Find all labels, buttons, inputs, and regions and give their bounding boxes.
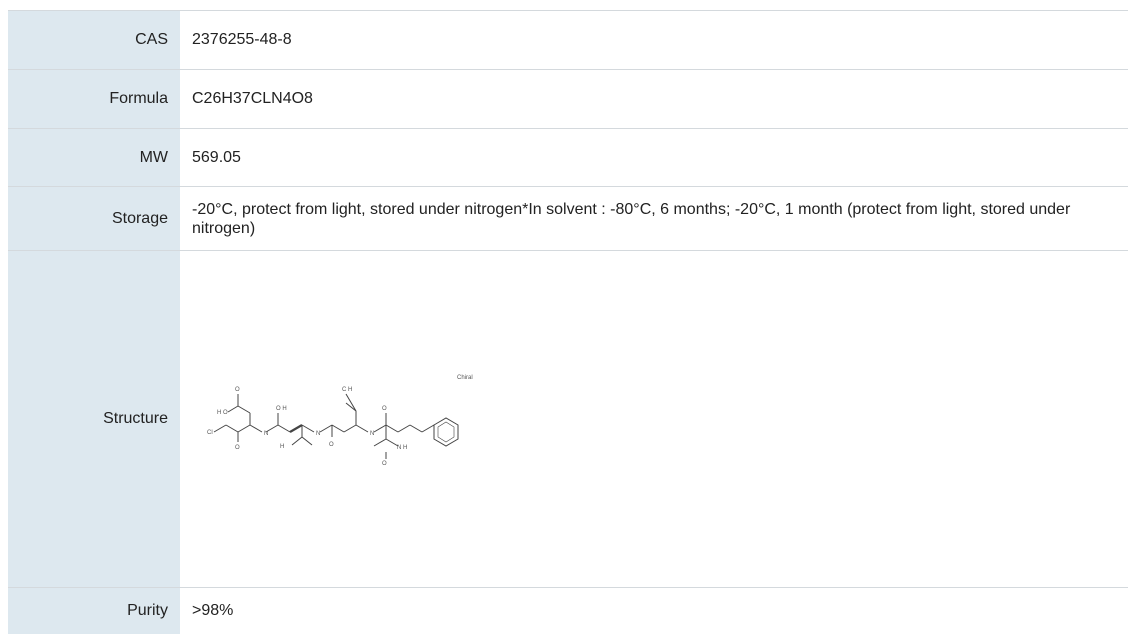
svg-text:H: H — [280, 444, 284, 450]
mw-value: 569.05 — [192, 148, 241, 166]
row-cas: CAS 2376255-48-8 — [8, 11, 1128, 70]
structure-cell: O H O Cl O N O H H N O C H N O N H O Chi… — [180, 251, 1128, 587]
row-mw: MW 569.05 — [8, 129, 1128, 187]
storage-label: Storage — [8, 187, 180, 250]
svg-text:Cl: Cl — [207, 430, 213, 436]
row-formula: Formula C26H37CLN4O8 — [8, 70, 1128, 129]
svg-text:O H: O H — [276, 406, 287, 412]
mw-label: MW — [8, 129, 180, 186]
svg-text:O: O — [382, 461, 387, 467]
row-structure: Structure — [8, 251, 1128, 588]
svg-text:O: O — [329, 442, 334, 448]
purity-label: Purity — [8, 588, 180, 634]
svg-text:N: N — [264, 431, 268, 437]
formula-label: Formula — [8, 70, 180, 128]
purity-value: >98% — [192, 602, 234, 619]
row-purity: Purity >98% — [8, 588, 1128, 634]
svg-text:O: O — [382, 406, 387, 412]
svg-text:Chiral: Chiral — [457, 375, 473, 381]
svg-text:N H: N H — [397, 445, 407, 451]
svg-text:N: N — [370, 431, 374, 437]
storage-value: -20°C, protect from light, stored under … — [192, 200, 1071, 237]
svg-text:N: N — [316, 431, 320, 437]
svg-text:H O: H O — [217, 410, 228, 416]
svg-text:O: O — [235, 445, 240, 451]
formula-value: C26H37CLN4O8 — [192, 90, 313, 107]
structure-image: O H O Cl O N O H H N O C H N O N H O Chi… — [192, 339, 492, 499]
chemical-structure-icon: O H O Cl O N O H H N O C H N O N H O Chi… — [207, 375, 473, 467]
cas-label: CAS — [8, 11, 180, 69]
svg-text:C H: C H — [342, 387, 352, 393]
structure-label: Structure — [8, 251, 180, 587]
row-storage: Storage -20°C, protect from light, store… — [8, 187, 1128, 251]
svg-text:O: O — [235, 387, 240, 393]
cas-value: 2376255-48-8 — [192, 31, 292, 48]
product-info-table: CAS 2376255-48-8 Formula C26H37CLN4O8 MW… — [8, 10, 1128, 634]
